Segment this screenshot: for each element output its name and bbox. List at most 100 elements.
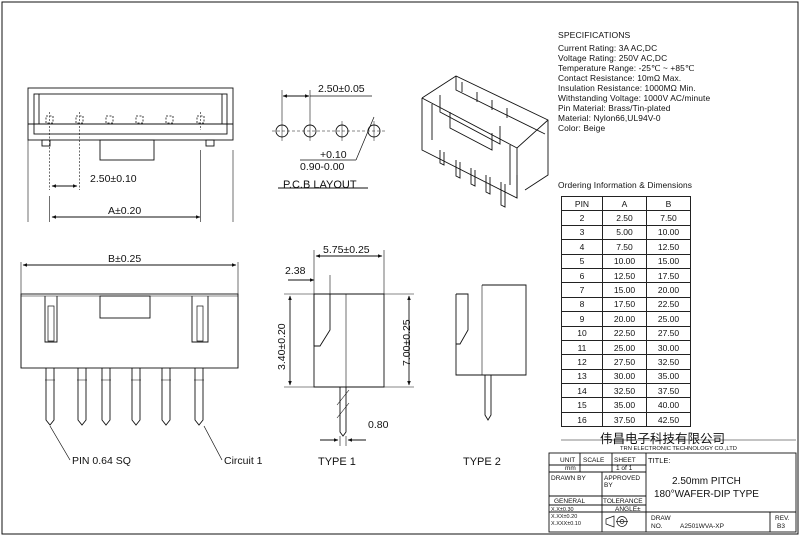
side-view-type2 — [455, 284, 527, 421]
spec-line: Pin Material: Brass/Tin-plated — [558, 103, 671, 113]
side-view-type1 — [284, 250, 414, 446]
cell-a: 27.50 — [602, 354, 647, 370]
cell-a: 2.50 — [602, 210, 647, 226]
cell-a: 37.50 — [602, 411, 647, 428]
dim-side-width: 5.75±0.25 — [323, 244, 370, 256]
tolerance-label: TOLERANCE — [603, 498, 643, 505]
cell-pin: 16 — [561, 411, 603, 428]
dim-side-height2: 7.00±0.25 — [401, 319, 413, 366]
cell-a: 7.50 — [602, 239, 647, 255]
cell-pin: 12 — [561, 354, 603, 370]
cell-a: 12.50 — [602, 267, 647, 284]
ordering-heading: Ordering Information & Dimensions — [558, 180, 693, 190]
rev-value: B3 — [777, 523, 785, 530]
spec-line: Current Rating: 3A AC,DC — [558, 43, 658, 53]
cell-b: 15.00 — [646, 253, 691, 269]
cell-pin: 15 — [561, 397, 603, 413]
front-view — [20, 262, 239, 461]
title-line1: 2.50mm PITCH — [672, 476, 741, 487]
cell-pin: 11 — [561, 339, 603, 356]
unit-label: UNIT — [560, 457, 576, 464]
scale-label: SCALE — [583, 457, 605, 464]
general-label: GENERAL — [554, 498, 586, 505]
cell-a: 35.00 — [602, 397, 647, 413]
isometric-view — [421, 75, 549, 208]
dim-pcb-hole: 0.90-0.00 — [300, 161, 345, 173]
cell-pin: 10 — [561, 325, 603, 341]
cell-pin: 13 — [561, 368, 603, 385]
spec-line: Contact Resistance: 10mΩ Max. — [558, 73, 682, 83]
cell-a: 17.50 — [602, 296, 647, 313]
title-label: TITLE: — [648, 456, 671, 465]
tol-3: X.XXX±0.10 — [551, 521, 581, 527]
title-block-frame — [548, 452, 797, 533]
type1-label: TYPE 1 — [318, 456, 356, 468]
cell-a: 5.00 — [602, 224, 647, 241]
top-view — [27, 87, 234, 222]
cell-a: 20.00 — [602, 311, 647, 327]
cell-pin: 6 — [561, 267, 603, 284]
pin-sq-label: PIN 0.64 SQ — [72, 455, 131, 467]
draw-label: DRAW — [651, 515, 671, 522]
cell-b: 20.00 — [646, 282, 691, 298]
spec-line: Color: Beige — [558, 123, 606, 133]
tol-2: X.XX±0.20 — [551, 514, 578, 520]
draw-no-label: NO. — [651, 523, 663, 530]
cell-pin: 2 — [561, 210, 603, 226]
cell-pin: 7 — [561, 282, 603, 298]
cell-a: 22.50 — [602, 325, 647, 341]
cell-b: 30.00 — [646, 339, 691, 356]
title-line2: 180°WAFER-DIP TYPE — [654, 489, 759, 500]
company-name-cn: 伟昌电子科技有限公司 — [600, 431, 726, 446]
type2-label: TYPE 2 — [463, 456, 501, 468]
cell-b: 32.50 — [646, 354, 691, 370]
dim-a: A±0.20 — [108, 205, 142, 217]
unit-value: mm — [565, 465, 576, 472]
col-a-header: A — [602, 195, 647, 212]
cell-b: 22.50 — [646, 296, 691, 313]
rev-label: REV. — [775, 515, 790, 522]
spec-line: Voltage Rating: 250V AC,DC — [558, 53, 668, 63]
dim-b: B±0.25 — [108, 253, 142, 265]
dim-pitch-front: 2.50±0.10 — [90, 173, 137, 185]
cell-b: 42.50 — [646, 411, 691, 428]
cell-a: 10.00 — [602, 253, 647, 269]
spec-line: Temperature Range: -25℃ ~ +85℃ — [558, 63, 695, 73]
dim-pin-width: 0.80 — [368, 419, 389, 431]
cell-a: 25.00 — [602, 339, 647, 356]
projection-symbol-icon — [605, 515, 628, 528]
circuit1-label: Circuit 1 — [224, 455, 263, 467]
col-pin-header: PIN — [561, 195, 603, 212]
cell-pin: 9 — [561, 311, 603, 327]
pcb-layout-label: P.C.B LAYOUT — [283, 179, 357, 191]
cell-a: 30.00 — [602, 368, 647, 385]
drawn-by-label: DRAWN BY — [551, 475, 586, 482]
cell-b: 35.00 — [646, 368, 691, 385]
cell-b: 17.50 — [646, 267, 691, 284]
angle-label: ANGLE± — [615, 506, 641, 513]
cell-pin: 5 — [561, 253, 603, 269]
cell-b: 12.50 — [646, 239, 691, 255]
specs-heading: SPECIFICATIONS — [558, 30, 631, 40]
approved-by-label: APPROVED BY — [604, 475, 641, 489]
table-header-row: PIN A B — [561, 195, 691, 212]
draw-number: A2501WVA-XP — [680, 523, 724, 530]
